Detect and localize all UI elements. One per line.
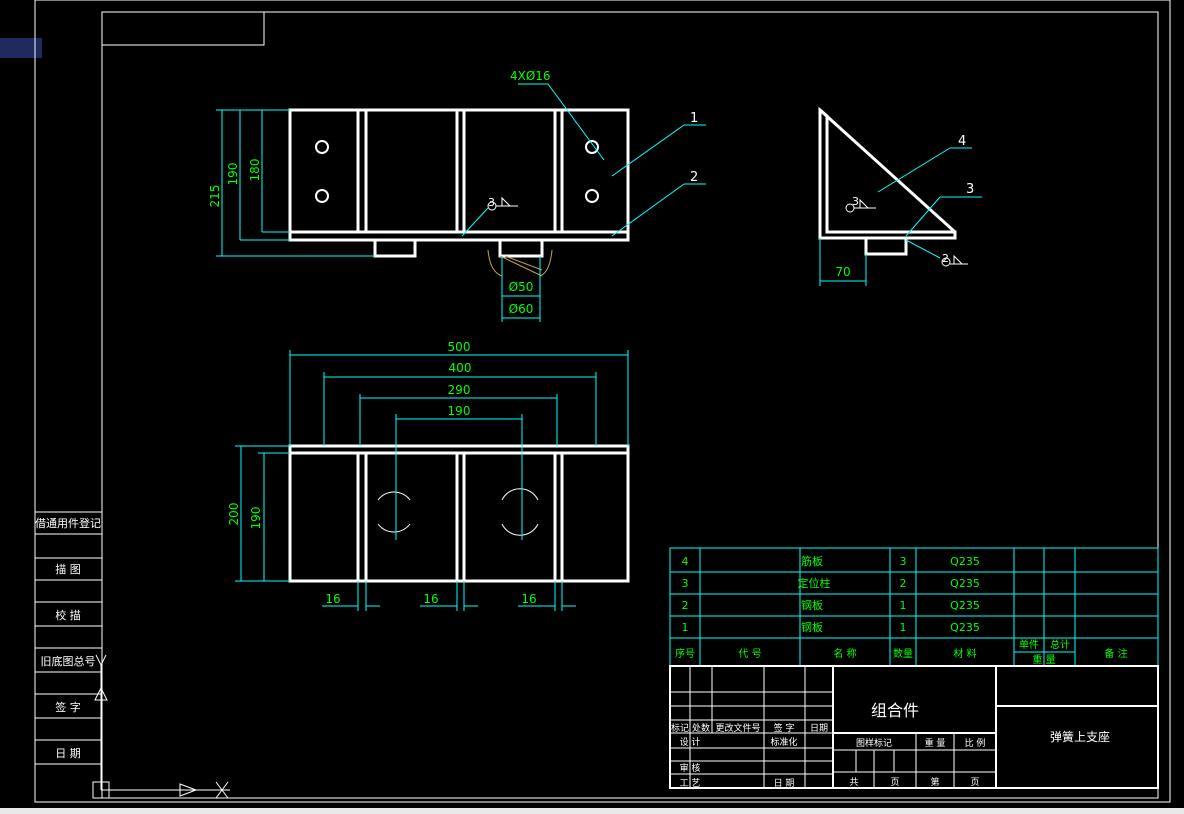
gap-16-c: 16 xyxy=(521,592,536,606)
tb-label-count: 处数 xyxy=(692,722,710,734)
mounting-holes xyxy=(315,140,599,203)
bom-row-1-qty: 3 xyxy=(900,555,907,568)
tb-date: 日 期 xyxy=(774,778,795,789)
dim-d50: Ø50 xyxy=(509,280,534,294)
status-bar xyxy=(0,808,1184,814)
tb-label-mark: 标记 xyxy=(671,722,689,734)
drawing-name: 弹簧上支座 xyxy=(1050,729,1110,744)
tb-page-no: 第 xyxy=(930,776,939,788)
weld-size-side-a: 3 xyxy=(852,195,859,208)
tb-weight: 重 量 xyxy=(925,737,946,749)
top-view: 215 190 180 Ø50 Ø60 4XØ16 1 2 3 xyxy=(208,69,706,322)
tb-sheet: 页 xyxy=(890,777,899,788)
bom-header-unit: 单件 xyxy=(1019,639,1039,651)
dim-190-vert: 190 xyxy=(249,507,263,530)
tb-total-sheets: 共 xyxy=(849,777,858,788)
bom-header-no: 序号 xyxy=(675,647,695,660)
tb-stage: 图样标记 xyxy=(856,737,892,749)
bom-header-material: 材 料 xyxy=(953,647,976,660)
tb-process: 工 艺 xyxy=(680,778,701,789)
tb-scale: 比 例 xyxy=(965,737,986,749)
tb-review: 审 核 xyxy=(680,762,701,774)
dim-400: 400 xyxy=(449,361,472,375)
bom-row-1-material: Q235 xyxy=(950,555,980,568)
dim-190-side: 190 xyxy=(226,163,240,186)
bom-row-3-no: 2 xyxy=(682,599,689,612)
strip-label-2: 描 图 xyxy=(55,562,81,576)
bom-header-code: 代 号 xyxy=(738,648,761,660)
dim-200: 200 xyxy=(227,503,241,526)
bom-row-2-name: 定位柱 xyxy=(798,576,831,590)
bom-header-qty: 数量 xyxy=(893,647,913,660)
strip-label-4: 旧底图总号 xyxy=(41,654,96,668)
strip-label-3: 校 描 xyxy=(55,608,81,622)
dim-d60: Ø60 xyxy=(509,302,534,316)
callout-4: 4 xyxy=(958,134,966,149)
strip-label-5: 签 字 xyxy=(55,700,81,714)
dim-180: 180 xyxy=(248,159,262,182)
bom-row-4-qty: 1 xyxy=(900,621,907,634)
tb-label-change: 更改文件号 xyxy=(715,722,760,734)
tb-page: 页 xyxy=(970,777,979,788)
callout-3: 3 xyxy=(966,182,974,197)
dim-215: 215 xyxy=(208,185,222,208)
drawing-frame xyxy=(34,0,1171,803)
bom-header-weight: 重 量 xyxy=(1032,653,1055,666)
part-name: 组合件 xyxy=(871,701,919,720)
gap-16-b: 16 xyxy=(423,592,438,606)
title-block: 标记 处数 更改文件号 签 字 日期 设 计 标准化 审 核 工 艺 日 期 图… xyxy=(669,665,1159,789)
left-strip: 借通用件登记 描 图 校 描 旧底图总号 签 字 日 期 xyxy=(35,511,230,799)
dim-70: 70 xyxy=(835,265,850,279)
bom-row-4-name: 钢板 xyxy=(801,620,823,634)
dim-500: 500 xyxy=(448,340,471,354)
plan-view: 500 400 290 190 200 190 16 16 16 xyxy=(227,340,630,611)
bom-row-2-material: Q235 xyxy=(950,577,980,590)
bom-header-remark: 备 注 xyxy=(1104,647,1127,660)
tb-label-sign: 签 字 xyxy=(774,722,795,734)
layout-tab-marker[interactable] xyxy=(0,38,42,58)
bom-row-3-qty: 1 xyxy=(900,599,907,612)
tb-label-date: 日期 xyxy=(810,723,828,734)
callout-2: 2 xyxy=(690,170,698,185)
bom-row-2-qty: 2 xyxy=(900,577,907,590)
hole-callout: 4XØ16 xyxy=(510,69,551,83)
strip-label-1: 借通用件登记 xyxy=(35,516,101,530)
bom-row-4-no: 1 xyxy=(682,621,689,634)
ucs-icon xyxy=(92,654,230,799)
side-view: 4 3 70 3 2 xyxy=(818,106,982,286)
strip-label-6: 日 期 xyxy=(55,747,81,760)
dim-190-plan: 190 xyxy=(448,404,471,418)
bom-row-4-material: Q235 xyxy=(950,621,980,634)
tb-design: 设 计 xyxy=(680,736,701,748)
callout-1: 1 xyxy=(690,111,698,126)
tb-standard: 标准化 xyxy=(770,736,797,748)
weld-symbol-top xyxy=(487,196,518,211)
dim-290: 290 xyxy=(448,383,471,397)
bom-row-3-name: 钢板 xyxy=(801,598,823,612)
weld-symbol-side xyxy=(845,198,968,267)
bom-row-3-material: Q235 xyxy=(950,599,980,612)
bom-row-2-no: 3 xyxy=(682,577,689,590)
weld-size-top: 3 xyxy=(488,196,495,209)
bom-table: 4 筋板 3 Q235 3 定位柱 2 Q235 2 钢板 1 Q235 1 钢… xyxy=(669,547,1159,667)
gap-16-a: 16 xyxy=(325,592,340,606)
bom-row-1-no: 4 xyxy=(682,555,689,568)
bom-row-1-name: 筋板 xyxy=(801,554,823,568)
bom-header-total: 总计 xyxy=(1050,638,1070,651)
weld-size-side-b: 2 xyxy=(942,252,949,265)
bom-header-name: 名 称 xyxy=(833,647,856,660)
